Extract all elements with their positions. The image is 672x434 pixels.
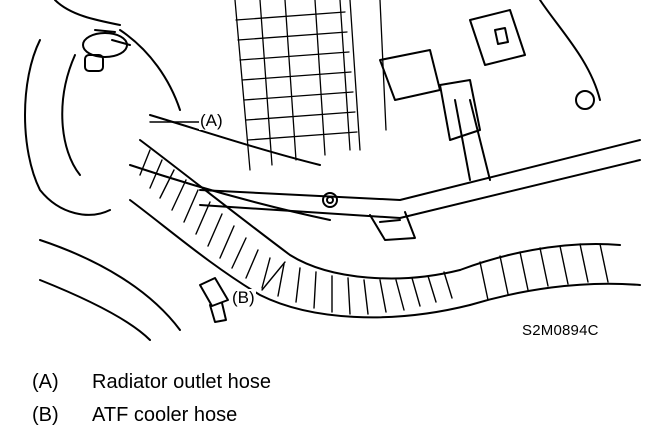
hose-b-clamp [199,277,229,323]
figure-code: S2M0894C [522,322,599,339]
radiator-outlet-hose [129,114,331,221]
mounting-bolt [322,192,338,208]
legend-key: (B) [32,404,59,426]
pipe-clip [369,211,416,241]
atf-cooler-hose [129,139,641,319]
lower-frame [39,239,181,341]
legend-label: Radiator outlet hose [92,371,272,393]
hose-clamp [82,29,131,72]
cooler-pipe [199,139,641,219]
upper-hose [24,0,181,216]
radiator-core [234,0,387,171]
legend-label: ATF cooler hose [92,404,238,426]
leader-line-b [261,261,286,291]
callout-b-label: (B) [231,288,256,307]
callout-a-label: (A) [199,111,224,130]
electrical-connectors [379,0,601,181]
legend-item-b: (B) ATF cooler hose [32,403,237,427]
engine-bay-illustration [24,0,641,341]
legend-key: (A) [32,371,59,393]
legend-item-a: (A) Radiator outlet hose [32,370,271,394]
